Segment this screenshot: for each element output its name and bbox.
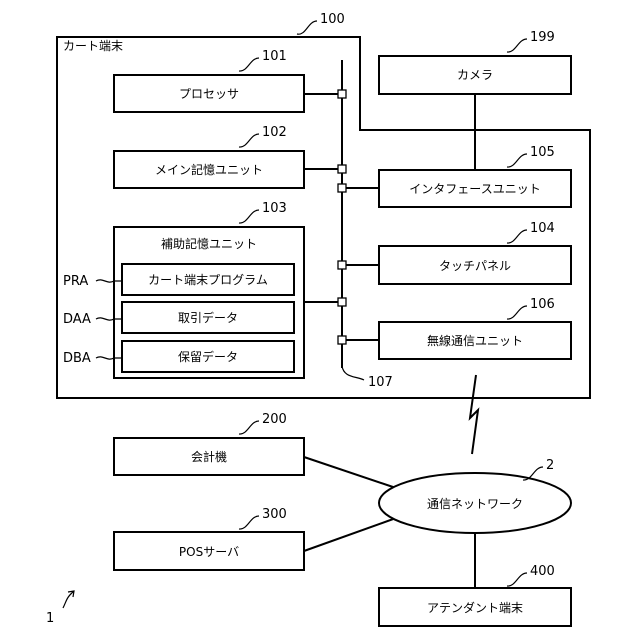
network-ref: 2 (546, 458, 554, 473)
bus-node-main-memory (338, 165, 346, 173)
touch-panel-ref: 104 (530, 221, 555, 236)
camera-leader (507, 39, 527, 52)
camera-ref: 199 (530, 30, 555, 45)
figure-ref-arrow (63, 591, 74, 608)
attendant-ref: 400 (530, 564, 555, 579)
aux-memory-leader (239, 210, 259, 223)
pos-server-label: POSサーバ (179, 545, 239, 559)
processor-ref: 101 (262, 49, 287, 64)
attendant-label: アテンダント端末 (427, 600, 523, 615)
wireless-leader (507, 306, 527, 319)
wireless-label: 無線通信ユニット (427, 333, 523, 348)
aux-memory-label: 補助記憶ユニット (161, 236, 257, 251)
cart-terminal-title: カート端末 (63, 39, 123, 53)
touch-panel-leader (507, 230, 527, 243)
processor-leader (239, 58, 259, 71)
bus-node-processor (338, 90, 346, 98)
interface-ref: 105 (530, 145, 555, 160)
accounting-network-link (304, 457, 396, 488)
processor-label: プロセッサ (179, 87, 239, 101)
network-label: 通信ネットワーク (427, 497, 523, 511)
main-memory-ref: 102 (262, 125, 287, 140)
transaction-data-tag: DAA (63, 312, 91, 327)
bus-node-aux-memory (338, 298, 346, 306)
wireless-ref: 106 (530, 297, 555, 312)
cart-terminal-ref: 100 (320, 12, 345, 27)
bus-ref: 107 (368, 375, 393, 390)
main-memory-label: メイン記憶ユニット (155, 162, 263, 177)
hold-data-tag: DBA (63, 351, 91, 366)
attendant-leader (507, 573, 527, 586)
aux-memory-ref: 103 (262, 201, 287, 216)
hold-data-label: 保留データ (178, 349, 238, 364)
figure-ref: 1 (46, 611, 54, 626)
pos-server-leader (239, 516, 259, 529)
bus-node-interface (338, 184, 346, 192)
cart-terminal-leader (297, 21, 317, 34)
main-memory-leader (239, 134, 259, 147)
wireless-link-zigzag (470, 375, 478, 454)
pos-server-ref: 300 (262, 507, 287, 522)
accounting-ref: 200 (262, 412, 287, 427)
camera-label: カメラ (457, 68, 493, 82)
pos-network-link (304, 518, 396, 551)
program-tag: PRA (63, 274, 88, 289)
bus-node-touch-panel (338, 261, 346, 269)
accounting-label: 会計機 (191, 449, 227, 464)
touch-panel-label: タッチパネル (439, 259, 511, 273)
program-label: カート端末プログラム (148, 273, 268, 287)
accounting-leader (239, 421, 259, 434)
bus-node-wireless (338, 336, 346, 344)
transaction-data-label: 取引データ (178, 310, 238, 325)
bus-leader (342, 366, 364, 380)
interface-label: インタフェースユニット (409, 182, 540, 196)
interface-leader (507, 154, 527, 167)
